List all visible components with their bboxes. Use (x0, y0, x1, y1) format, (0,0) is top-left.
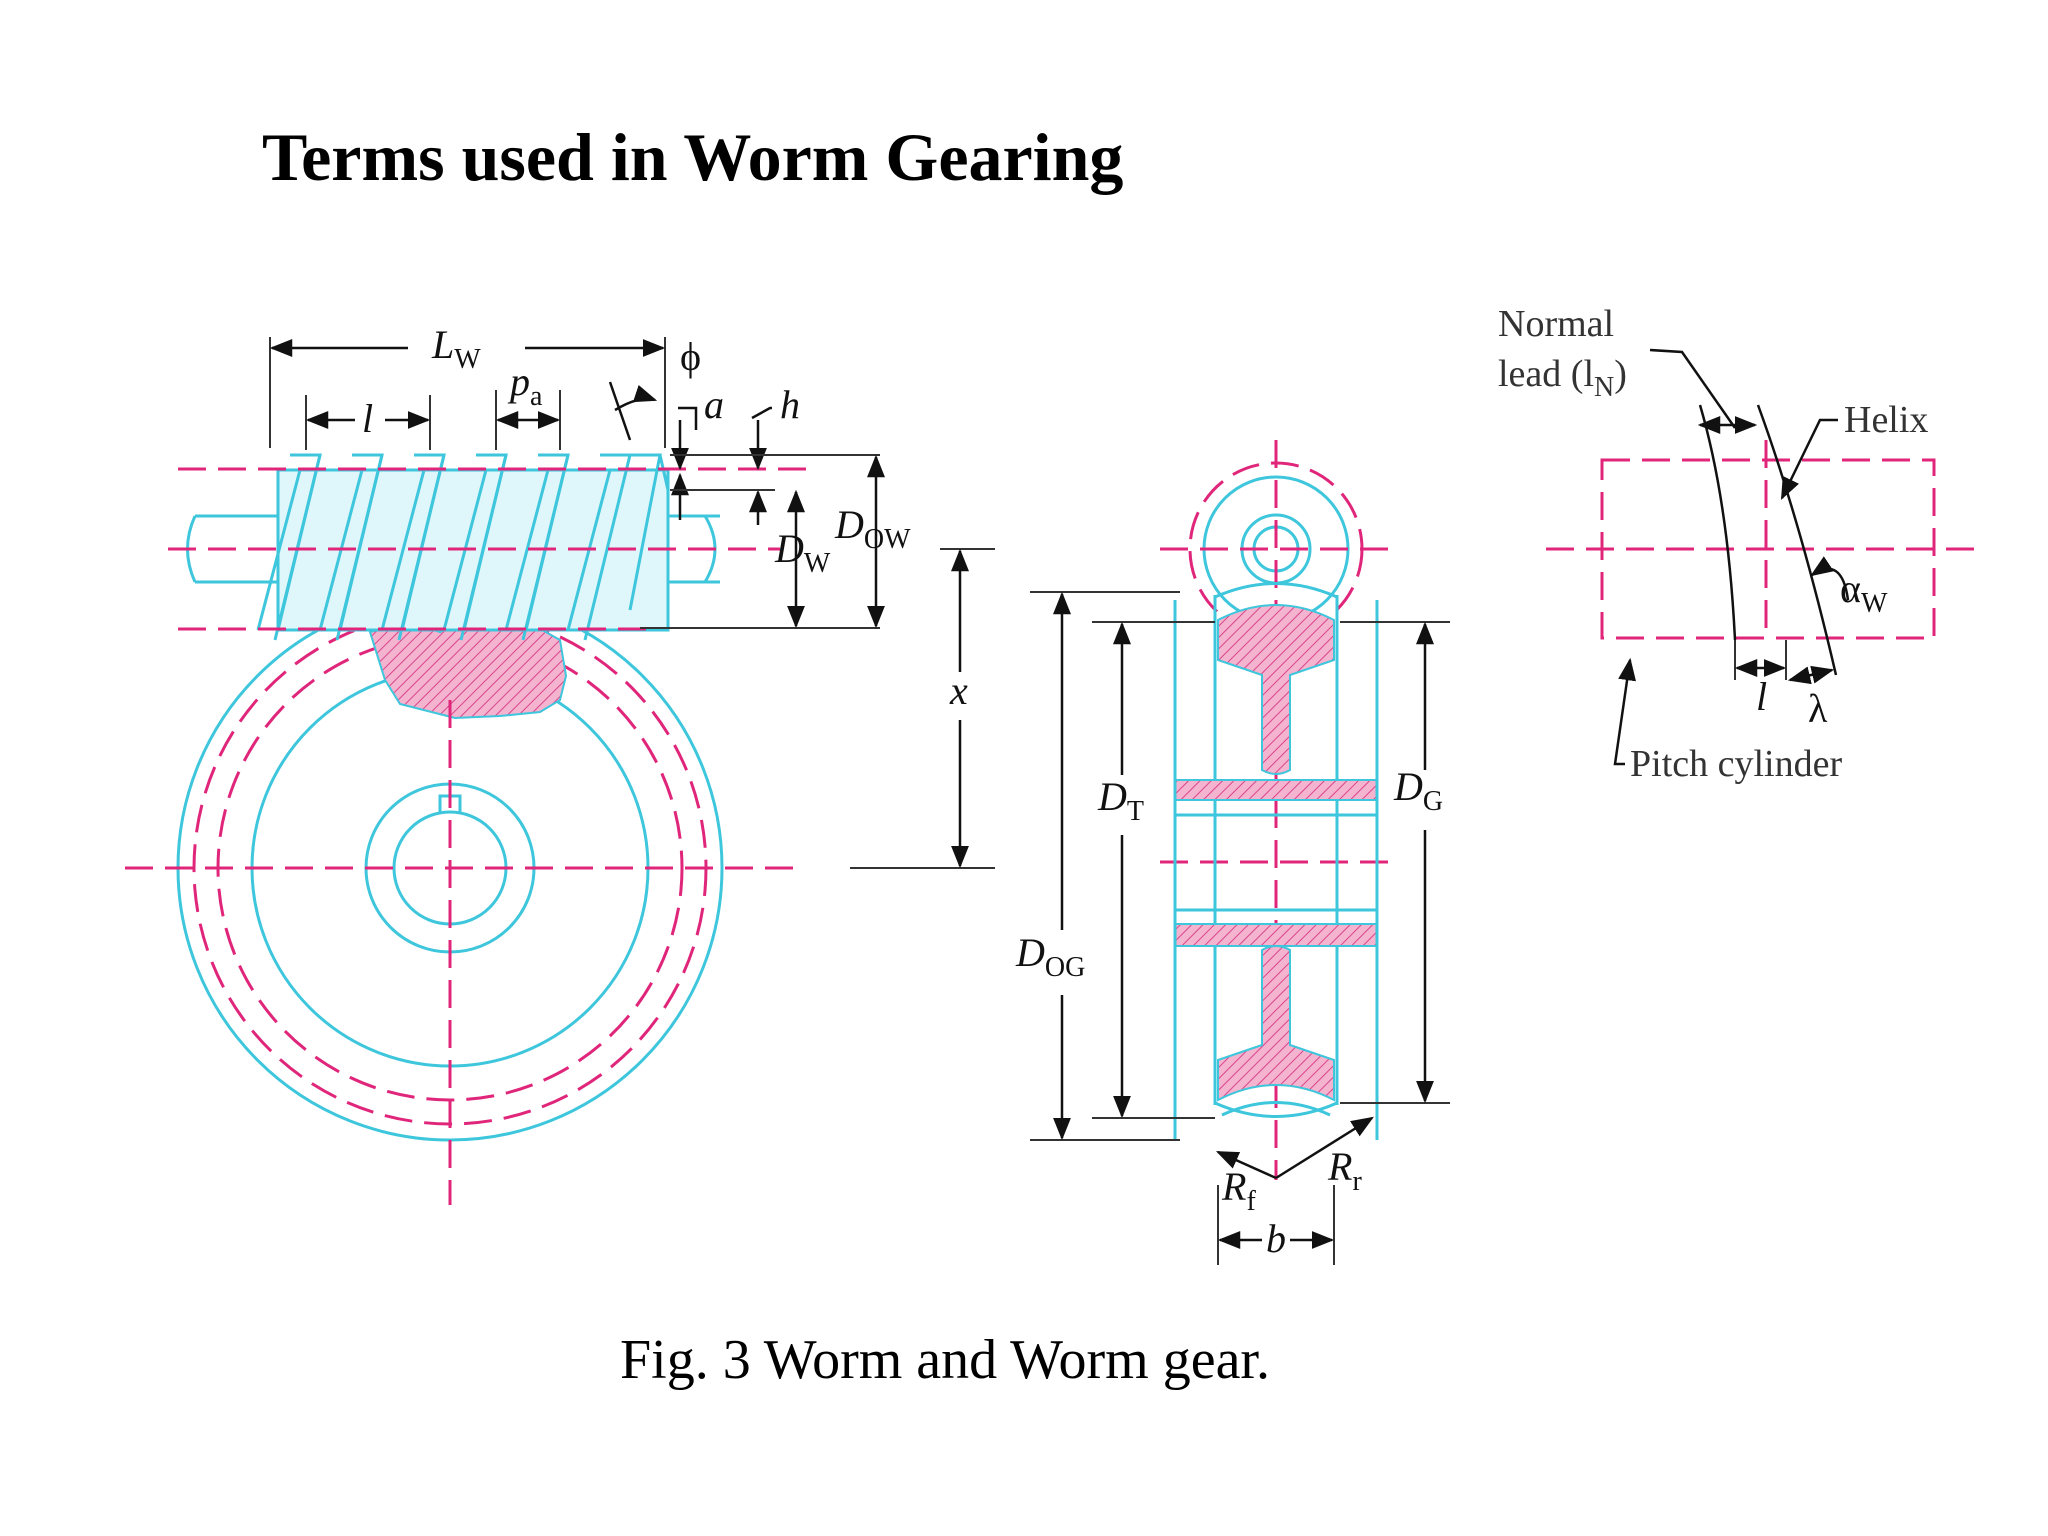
dg-label: DG (1393, 764, 1443, 817)
lw-label: LW (431, 322, 481, 375)
helix-leader (1780, 418, 1838, 501)
a-label: a (704, 382, 724, 427)
gear-section-view: DOG DT DG Rf Rr b (1015, 440, 1450, 1265)
normal-lead-label-line2: lead (lN) (1498, 353, 1627, 403)
helix-label: Helix (1844, 399, 1928, 441)
b-label: b (1266, 1216, 1286, 1261)
rf-label: Rf (1221, 1164, 1256, 1217)
normal-lead-leader (1649, 348, 1737, 429)
pitch-cylinder-leader (1613, 657, 1637, 766)
helix-view: Normal lead (lN) Helix αW l λ Pitch cyli… (1498, 303, 1980, 785)
gear-hub-section-bottom (1174, 923, 1378, 947)
lambda-label: λ (1808, 686, 1828, 731)
dog-label: DOG (1015, 930, 1085, 983)
helix-line-right (1756, 404, 1838, 676)
alpha-angle-arc (1810, 556, 1850, 601)
l-label: l (362, 396, 373, 441)
phi-angle-arc (608, 382, 655, 441)
lambda-dimension-line (1787, 665, 1835, 685)
rr-label: Rr (1327, 1144, 1362, 1197)
dw-label: DW (774, 526, 831, 579)
helix-line-left (1698, 404, 1737, 641)
worm-side-view: LW ϕ l pa a h DW DOW (125, 322, 995, 1205)
phi-label: ϕ (680, 334, 701, 379)
gear-rim-bottom-section (1217, 945, 1335, 1102)
x-label: x (949, 668, 968, 713)
dt-label: DT (1097, 774, 1144, 827)
alpha-label: αW (1840, 566, 1888, 619)
pa-label: pa (507, 359, 543, 412)
rr-radius-line (1275, 1116, 1374, 1180)
normal-lead-label-line1: Normal (1498, 303, 1614, 345)
figure-caption: Fig. 3 Worm and Worm gear. (620, 1329, 1270, 1391)
gear-rim-top-section (1217, 604, 1335, 775)
worm-threads (256, 453, 670, 641)
rf-radius-line (1215, 1150, 1277, 1180)
pitch-cylinder-label: Pitch cylinder (1630, 743, 1842, 785)
lead-label: l (1756, 674, 1767, 719)
dow-label: DOW (834, 502, 911, 555)
h-label: h (780, 382, 800, 427)
page-title: Terms used in Worm Gearing (262, 119, 1124, 195)
gear-hub-section-top (1174, 779, 1378, 801)
